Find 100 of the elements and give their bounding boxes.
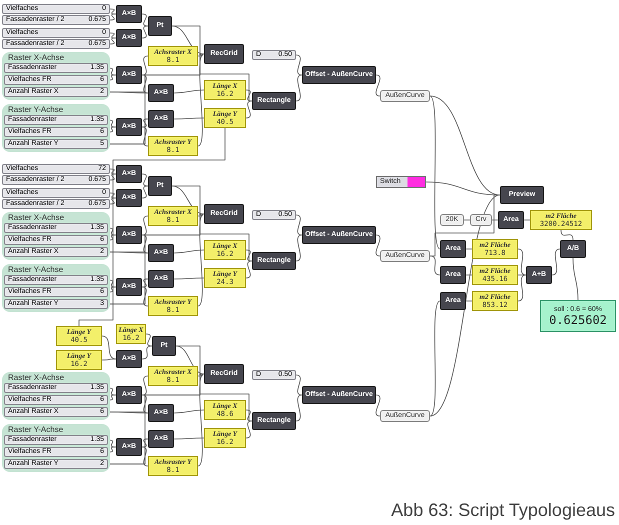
wire <box>572 258 578 300</box>
value-panel <box>204 400 246 420</box>
component-block <box>148 270 174 288</box>
number-slider <box>4 407 108 417</box>
number-slider <box>4 115 108 125</box>
value-panel <box>148 366 198 386</box>
wire <box>110 198 116 204</box>
parameter-block <box>470 214 492 226</box>
wire <box>518 248 526 276</box>
component-block <box>500 186 544 204</box>
group-area <box>2 372 110 420</box>
parameter-block <box>440 214 464 226</box>
value-panel <box>148 206 198 226</box>
number-slider <box>4 395 108 405</box>
component-block <box>440 266 466 284</box>
wire <box>296 214 302 236</box>
number-slider <box>4 127 108 137</box>
wire <box>198 374 204 376</box>
component-block <box>116 386 142 404</box>
wire <box>142 438 148 448</box>
number-slider <box>4 139 108 149</box>
component-block <box>116 438 142 456</box>
wire <box>174 250 204 254</box>
number-slider <box>2 199 110 209</box>
wire <box>142 216 148 236</box>
component-block <box>498 211 524 229</box>
value-panel <box>56 326 102 346</box>
wire <box>296 374 302 396</box>
wire <box>176 346 252 422</box>
value-panel <box>472 239 518 259</box>
wire <box>142 278 148 288</box>
wire <box>198 374 204 466</box>
wire <box>110 38 116 44</box>
number-slider <box>4 247 108 257</box>
component-block <box>148 430 174 448</box>
wire <box>430 300 440 416</box>
wire <box>146 334 152 346</box>
wire <box>376 234 380 256</box>
wire <box>108 252 148 254</box>
value-panel <box>56 350 102 370</box>
value-panel <box>116 324 146 344</box>
wire <box>110 8 116 14</box>
wire <box>142 118 148 128</box>
wire <box>518 274 526 276</box>
value-panel <box>148 296 198 316</box>
component-block <box>148 176 172 196</box>
wire <box>108 68 116 76</box>
component-block <box>116 278 142 296</box>
wire <box>552 248 560 276</box>
figure-caption: Abb 63: Script Typologieaus <box>391 499 615 521</box>
wire <box>108 412 148 414</box>
wire <box>198 214 204 306</box>
component-block <box>116 66 142 84</box>
component-block <box>302 386 376 404</box>
number-slider <box>4 275 108 285</box>
component-block <box>116 350 142 368</box>
component-block <box>116 165 142 183</box>
result-panel <box>540 300 616 332</box>
number-slider <box>4 87 108 97</box>
wire <box>174 118 204 120</box>
component-block <box>116 226 142 244</box>
wire <box>142 74 148 94</box>
component-block <box>440 292 466 310</box>
wire <box>110 174 116 180</box>
component-block <box>148 84 174 102</box>
number-slider <box>4 447 108 457</box>
wire <box>108 446 116 452</box>
value-panel <box>530 210 592 230</box>
value-panel <box>204 268 246 288</box>
wire <box>142 56 148 76</box>
wire <box>108 120 116 128</box>
wire <box>466 274 472 276</box>
group-title: Raster Y-Achse <box>8 105 64 114</box>
component-block <box>252 92 296 110</box>
wire <box>430 194 500 416</box>
number-slider <box>2 15 110 25</box>
group-title: Raster X-Achse <box>8 373 64 382</box>
wire <box>174 90 204 94</box>
value-panel <box>472 291 518 311</box>
wire <box>198 54 204 56</box>
component-block <box>526 266 552 284</box>
wire <box>142 234 148 254</box>
component-block <box>302 66 376 84</box>
parameter-block <box>380 90 430 102</box>
wire <box>176 346 204 374</box>
group-area <box>2 264 110 312</box>
component-block <box>148 110 174 128</box>
wire <box>108 234 116 240</box>
wire <box>246 420 252 438</box>
wire <box>172 186 252 262</box>
number-slider <box>252 210 296 220</box>
number-slider <box>2 4 110 14</box>
wire <box>560 230 574 240</box>
number-slider <box>4 287 108 297</box>
component-block <box>204 364 244 384</box>
wire <box>142 14 148 26</box>
number-slider <box>4 459 108 469</box>
value-panel <box>472 265 518 285</box>
value-panel <box>204 428 246 448</box>
result-value: 0.625602 <box>549 314 607 326</box>
